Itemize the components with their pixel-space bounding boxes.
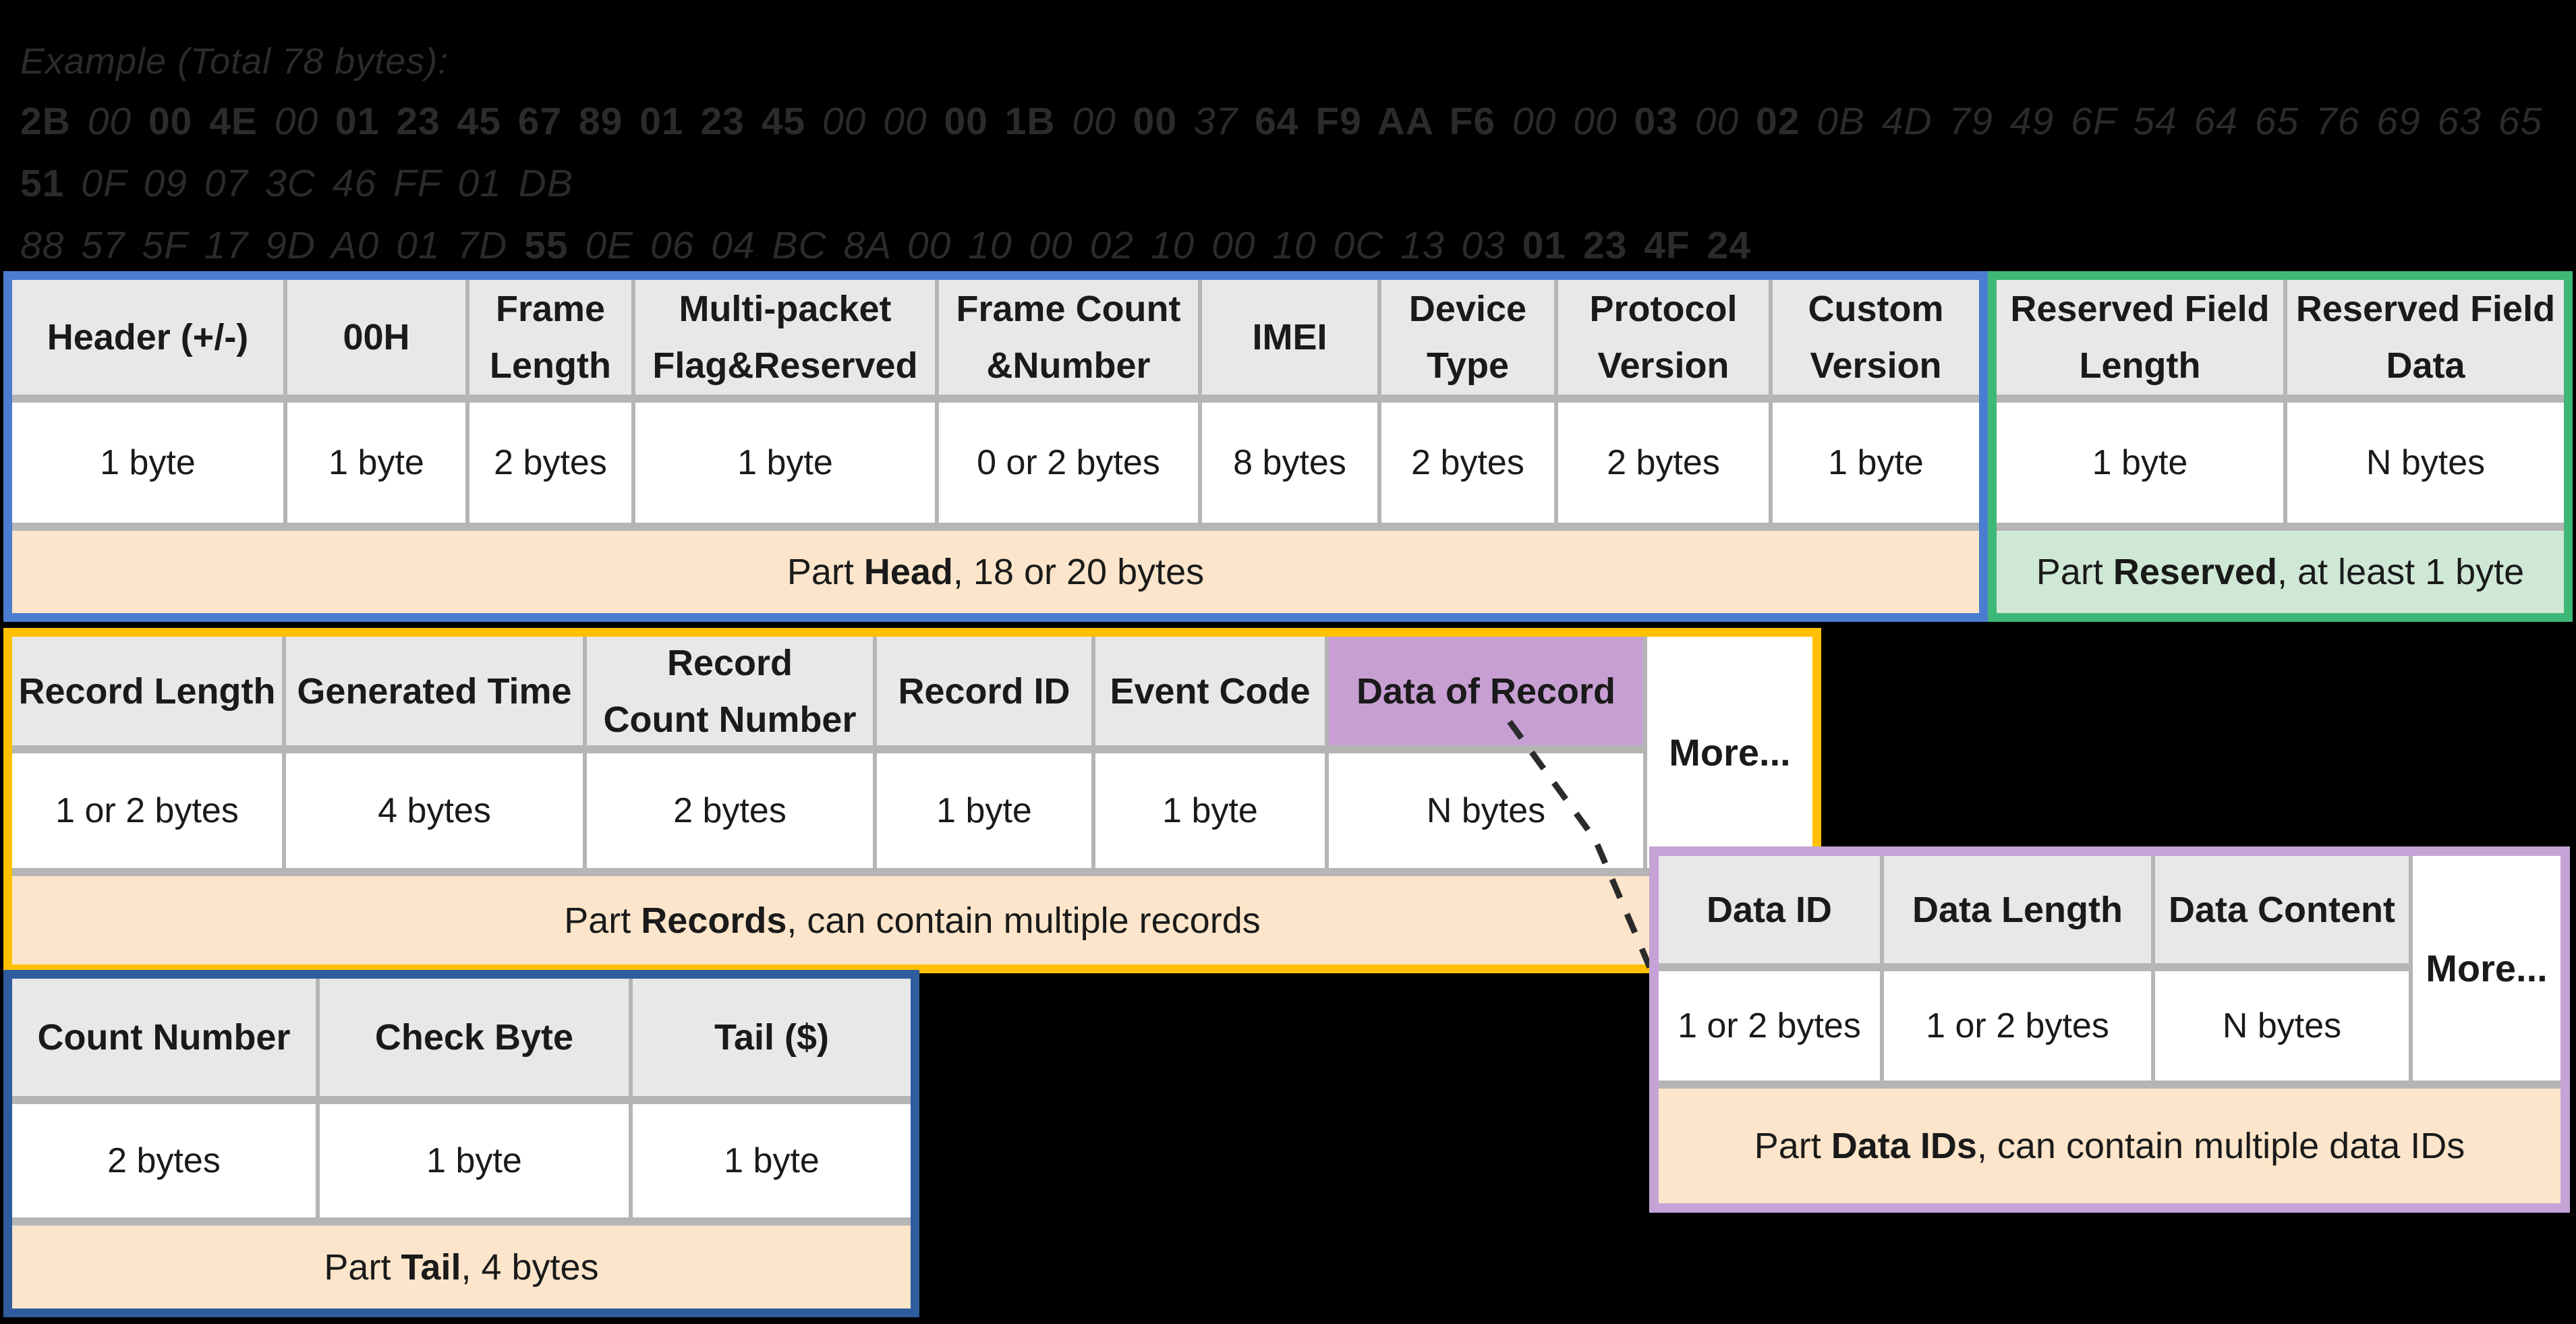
hex-segment: 01 23 45 67 89 01 23 45 [335,100,806,143]
head-bytes-cell: 2 bytes [1558,403,1769,523]
head-column-header: Multi-packet Flag&Reserved [635,280,935,395]
head-bytes-cell: 1 byte [635,403,935,523]
records-column-header: Data of Record [1329,637,1643,745]
example-title: Example (Total 78 bytes): [20,41,449,82]
tail-part-footer: Part Tail, 4 bytes [12,1226,911,1308]
records-column-header: Record ID [877,637,1091,745]
tail-column-header: Count Number [12,979,316,1096]
tail-bytes-cell: 2 bytes [12,1104,316,1217]
dashed-line-path [1507,720,1654,971]
head-bytes-cell: 1 byte [1773,403,1979,523]
tail-column-header: Check Byte [320,979,629,1096]
hex-segment: 55 [524,224,569,267]
hex-segment: 00 00 [822,100,927,143]
records-bytes-cell: 1 byte [877,753,1091,868]
records-footer-post: , can contain multiple records [786,900,1261,941]
hex-segment: 00 00 [1512,100,1618,143]
head-footer-post: , 18 or 20 bytes [952,552,1205,592]
hex-segment: 64 F9 AA F6 [1255,100,1496,143]
reserved-part-footer: Part Reserved, at least 1 byte [1997,531,2564,613]
records-bytes-cell: 2 bytes [587,753,873,868]
reserved-footer-pre: Part [2036,552,2113,592]
head-column-header: Device Type [1381,280,1554,395]
head-footer-pre: Part [786,552,864,592]
hex-segment: 02 [1756,100,1800,143]
hex-segment: 0E 06 04 BC 8A 00 10 00 02 10 00 10 0C 1… [585,224,1506,267]
records-bytes-cell: 1 byte [1095,753,1325,868]
reserved-column-header: Reserved Field Data [2287,280,2564,395]
example-hex-bytes: 2B 00 00 4E 00 01 23 45 67 89 01 23 45 0… [20,90,2570,277]
head-bytes-cell: 0 or 2 bytes [939,403,1198,523]
head-column-header: Header (+/-) [12,280,283,395]
reserved-column-header: Reserved Field Length [1997,280,2283,395]
hex-segment: 00 [1072,100,1116,143]
records-more-cell: More... [1647,637,1812,868]
head-bytes-cell: 8 bytes [1202,403,1377,523]
hex-segment: 00 [1694,100,1740,143]
hex-segment: 88 57 5F 17 9D A0 01 7D [20,224,508,267]
data_ids-footer-part-name: Data IDs [1831,1126,1977,1166]
records-bytes-cell: 4 bytes [286,753,583,868]
head-column-header: Custom Version [1773,280,1979,395]
head-column-header: 00H [287,280,465,395]
hex-segment: 00 4E [148,100,258,143]
data_ids-footer-pre: Part [1754,1126,1831,1166]
hex-segment: 37 [1193,100,1238,143]
head-column-header: Frame Count &Number [939,280,1198,395]
hex-segment: 2B [20,100,71,143]
reserved-bytes-cell: 1 byte [1997,403,2283,523]
head-bytes-cell: 2 bytes [1381,403,1554,523]
reserved-bytes-cell: N bytes [2287,403,2564,523]
head-bytes-cell: 1 byte [12,403,283,523]
tail-column-header: Tail ($) [633,979,911,1096]
tail-footer-pre: Part [324,1246,401,1288]
tail-footer-part-name: Tail [401,1246,461,1288]
head-column-header: Frame Length [469,280,631,395]
head-bytes-cell: 1 byte [287,403,465,523]
head-column-header: Protocol Version [1558,280,1769,395]
data_ids-column-header: Data Length [1884,856,2151,963]
records-bytes-cell: N bytes [1329,753,1643,868]
reserved-footer-post: , at least 1 byte [2277,552,2525,592]
records-column-header: Record Length [12,637,282,745]
head-footer-part-name: Head [863,552,953,592]
data_ids-bytes-cell: 1 or 2 bytes [1884,971,2151,1081]
records-footer-pre: Part [564,900,641,941]
tail-bytes-cell: 1 byte [633,1104,911,1217]
records-part-footer: Part Records, can contain multiple recor… [12,876,1812,965]
tail-bytes-cell: 1 byte [320,1104,629,1217]
records-bytes-cell: 1 or 2 bytes [12,753,282,868]
head-bytes-cell: 2 bytes [469,403,631,523]
tail-footer-post: , 4 bytes [461,1246,599,1288]
hex-segment: 00 1B [944,100,1056,143]
data_ids-column-header: Data ID [1659,856,1880,963]
hex-segment: 01 23 4F 24 [1522,224,1751,267]
hex-segment: 51 [20,162,65,205]
records-footer-part-name: Records [641,900,787,941]
data_ids-footer-post: , can contain multiple data IDs [1976,1126,2465,1166]
data_ids-part-footer: Part Data IDs, can contain multiple data… [1659,1089,2560,1203]
data_ids-bytes-cell: N bytes [2155,971,2409,1081]
hex-segment: 03 [1634,100,1678,143]
data_ids-bytes-cell: 1 or 2 bytes [1659,971,1880,1081]
records-column-header: Record Count Number [587,637,873,745]
head-column-header: IMEI [1202,280,1377,395]
records-column-header: Generated Time [286,637,583,745]
head-part-footer: Part Head, 18 or 20 bytes [12,531,1979,613]
hex-segment: 00 [1133,100,1178,143]
hex-segment: 00 [87,100,132,143]
reserved-footer-part-name: Reserved [2113,552,2277,592]
records-column-header: Event Code [1095,637,1325,745]
data_ids-column-header: Data Content [2155,856,2409,963]
data_ids-more-cell: More... [2413,856,2560,1081]
hex-segment: 00 [274,100,319,143]
hex-segment: 0B 4D 79 49 6F 54 64 65 76 69 63 65 [1816,100,2543,143]
hex-segment: 0F 09 07 3C 46 FF 01 DB [81,162,573,205]
